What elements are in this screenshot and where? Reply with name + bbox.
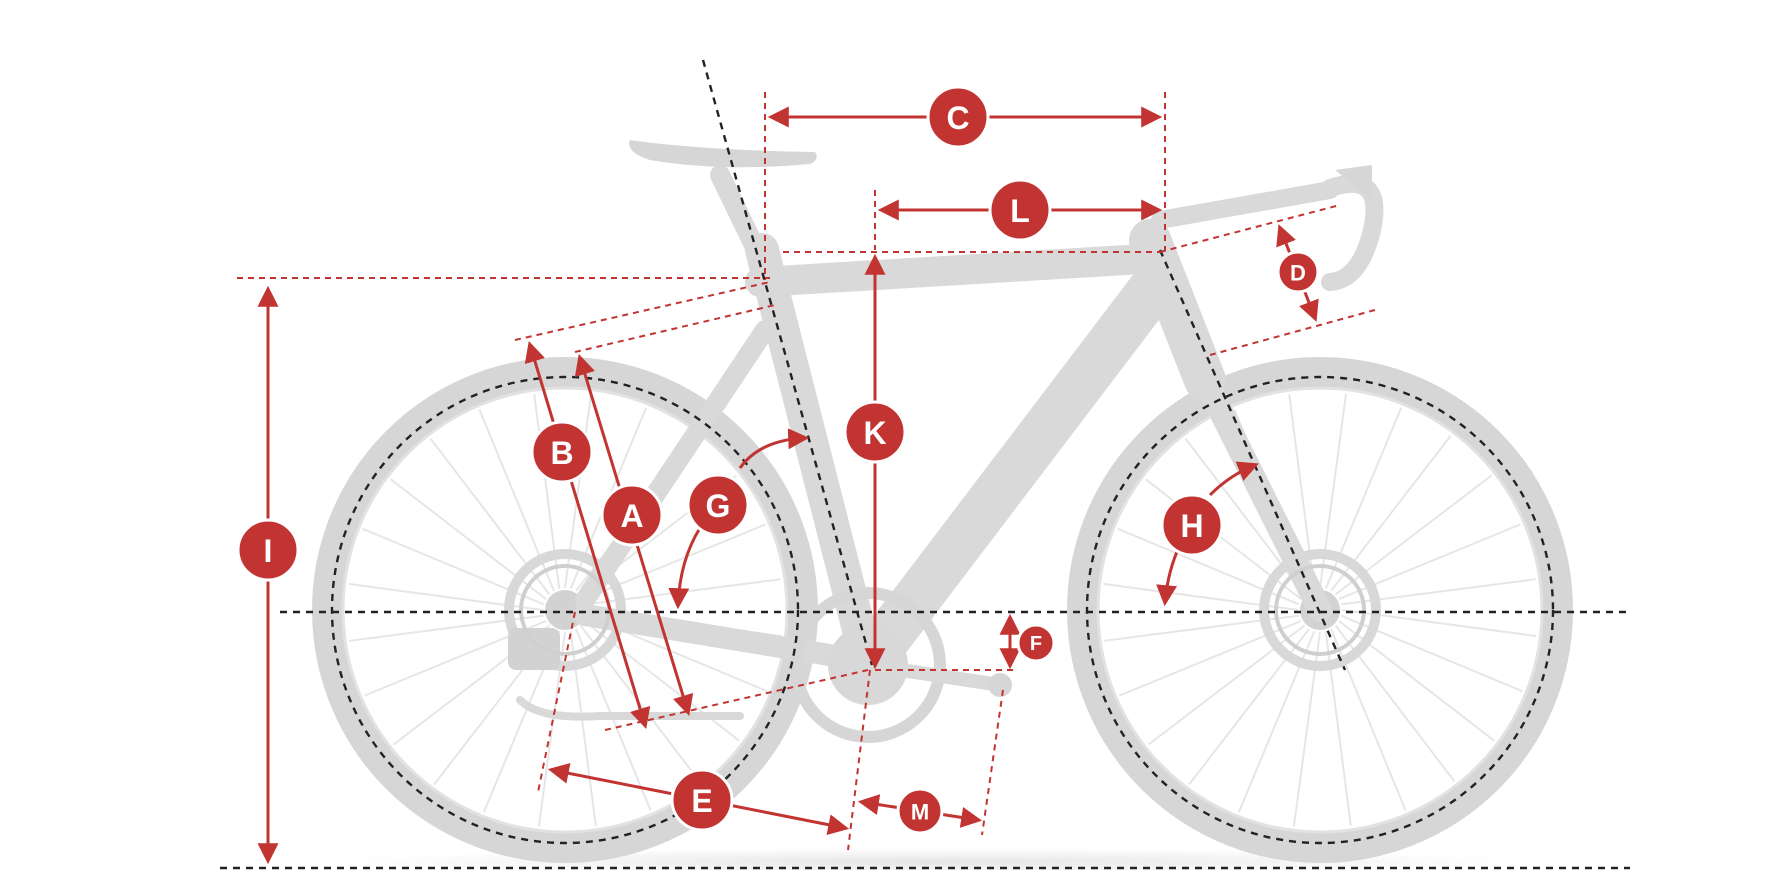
label-badges: I C L K D B A G <box>236 85 1320 835</box>
label-badge-H: H <box>1160 493 1224 557</box>
dimension-G-arc-bottom <box>668 527 702 610</box>
svg-text:E: E <box>691 783 712 819</box>
svg-text:D: D <box>1290 261 1306 286</box>
ground-shadow <box>330 848 1530 875</box>
label-badge-A: A <box>600 483 664 547</box>
label-badge-M: M <box>896 787 944 835</box>
front-wheel-outline <box>1085 375 1555 845</box>
dimension-G-arc-top <box>738 428 810 469</box>
label-badge-D: D <box>1276 250 1320 294</box>
label-badge-I: I <box>236 518 300 582</box>
svg-text:M: M <box>911 800 929 825</box>
reference-lines <box>220 59 1630 870</box>
svg-text:F: F <box>1030 633 1042 655</box>
svg-text:B: B <box>550 435 573 471</box>
label-badge-E: E <box>670 768 734 832</box>
svg-text:H: H <box>1180 508 1203 544</box>
head-tube-axis <box>1158 249 1347 671</box>
label-badge-G: G <box>686 473 750 537</box>
svg-text:I: I <box>264 533 273 569</box>
seat-tube-axis <box>701 59 874 666</box>
label-badge-L: L <box>988 178 1052 242</box>
bike-silhouette <box>312 140 1573 863</box>
svg-text:L: L <box>1010 193 1030 229</box>
svg-text:A: A <box>620 498 643 534</box>
dimension-H-arc-top <box>1208 461 1259 497</box>
svg-text:G: G <box>706 488 731 524</box>
label-badge-B: B <box>530 420 594 484</box>
svg-text:K: K <box>863 415 886 451</box>
label-badge-C: C <box>926 85 990 149</box>
label-badge-K: K <box>843 400 907 464</box>
svg-text:C: C <box>946 100 969 136</box>
label-badge-F: F <box>1016 623 1056 663</box>
frame <box>508 140 1384 743</box>
